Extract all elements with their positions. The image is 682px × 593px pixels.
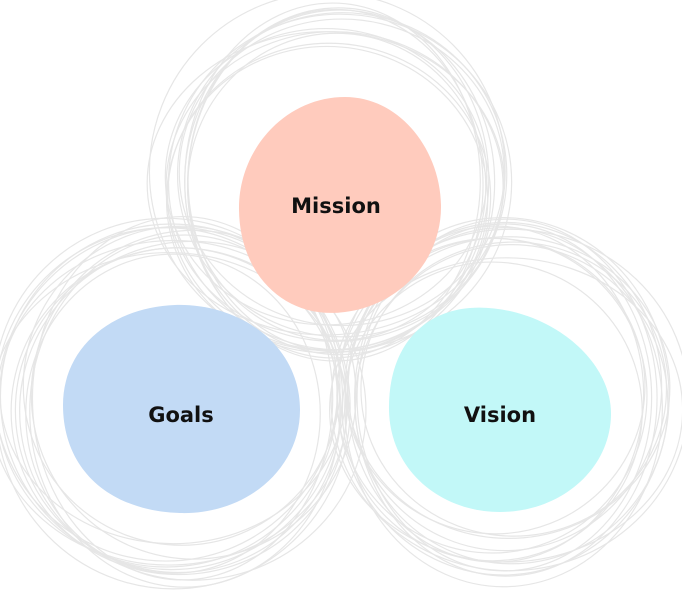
sketch-ring (10, 247, 347, 576)
vision-label: Vision (464, 403, 536, 427)
sketch-ring (164, 27, 488, 326)
sketch-ring (19, 240, 367, 581)
mission-label: Mission (291, 194, 381, 218)
sketch-ring (360, 241, 668, 537)
goals-label: Goals (148, 403, 214, 427)
sketch-ring (330, 228, 682, 572)
sketch-ring (167, 13, 513, 351)
sketch-ring (354, 218, 658, 577)
sketch-ring (0, 226, 351, 590)
goals-blob (63, 304, 300, 514)
sketch-ring (344, 227, 663, 588)
sketch-ring (176, 12, 508, 338)
sketch-ring (346, 225, 645, 563)
mission-blob (238, 97, 442, 313)
sketch-ring (22, 225, 341, 546)
sketch-ring (31, 215, 334, 581)
vision-blob (388, 307, 612, 512)
sketch-ring (25, 253, 321, 574)
sketch-ring (336, 217, 670, 576)
sketch-ring (0, 223, 344, 571)
sketch-ring (29, 234, 341, 588)
sketch-ring (341, 261, 643, 562)
